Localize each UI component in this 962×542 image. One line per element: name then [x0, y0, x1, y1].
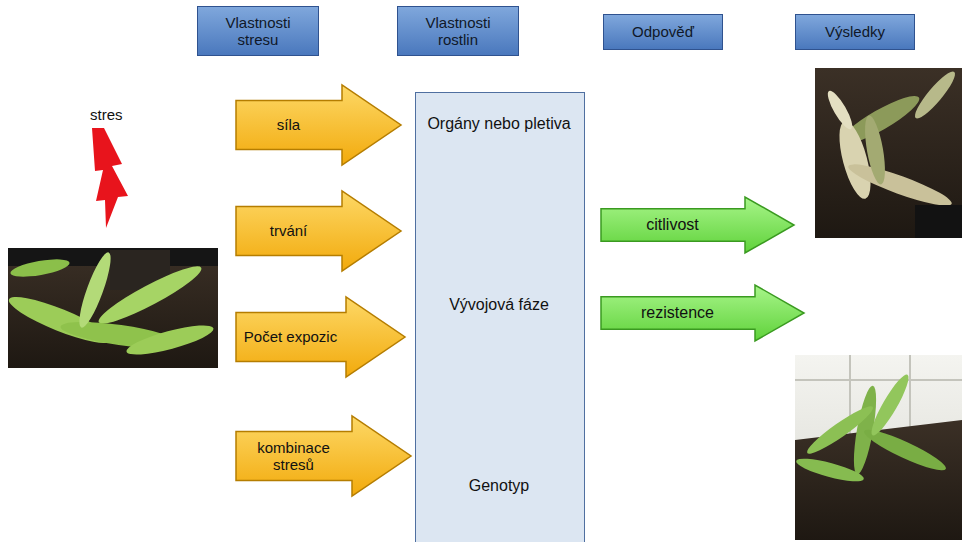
arrow-outline [236, 191, 401, 271]
header-text: Odpověď [632, 23, 694, 40]
header-text: Výsledky [825, 23, 885, 40]
header-box: Odpověď [603, 14, 723, 50]
plant-property: Genotyp [424, 477, 574, 495]
plant-photo [5, 248, 218, 368]
header-box: Výsledky [795, 14, 915, 50]
response-arrow: rezistence [600, 284, 805, 342]
arrow-shape [235, 415, 412, 497]
arrow-label: trvání [266, 222, 312, 239]
header-text: Vlastnosti stresu [204, 14, 312, 49]
stress-arrow: Počet expozic [235, 296, 406, 378]
arrow-label: citlivost [642, 216, 702, 234]
stress-label: stres [90, 106, 123, 123]
arrow-label: kombinace stresů [235, 439, 352, 474]
arrow-label: Počet expozic [240, 328, 341, 345]
wilted-plant-photo [815, 68, 962, 238]
lightning-bolt [92, 128, 128, 228]
header-box: Vlastnosti stresu [197, 6, 319, 56]
header-text: Vlastnosti rostlin [404, 14, 512, 49]
resistant-plant-photo [794, 355, 962, 540]
property-panel: Orgány nebo pletivaVývojová fázeGenotyp [415, 92, 585, 542]
arrow-label: síla [273, 116, 304, 133]
header-box: Vlastnosti rostlin [397, 6, 519, 56]
response-arrow: citlivost [600, 196, 795, 254]
arrow-shape [235, 84, 402, 166]
arrow-outline [236, 297, 405, 377]
arrow-outline [236, 416, 411, 496]
arrow-outline [236, 85, 401, 165]
arrow-label: rezistence [637, 304, 718, 322]
arrow-shape [235, 190, 402, 272]
stress-arrow: kombinace stresů [235, 415, 412, 497]
arrow-outline [601, 285, 804, 341]
plant-property: Orgány nebo pletiva [424, 115, 574, 133]
plant-property: Vývojová fáze [424, 296, 574, 314]
stress-arrow: síla [235, 84, 402, 166]
arrow-outline [601, 197, 794, 253]
stress-arrow: trvání [235, 190, 402, 272]
